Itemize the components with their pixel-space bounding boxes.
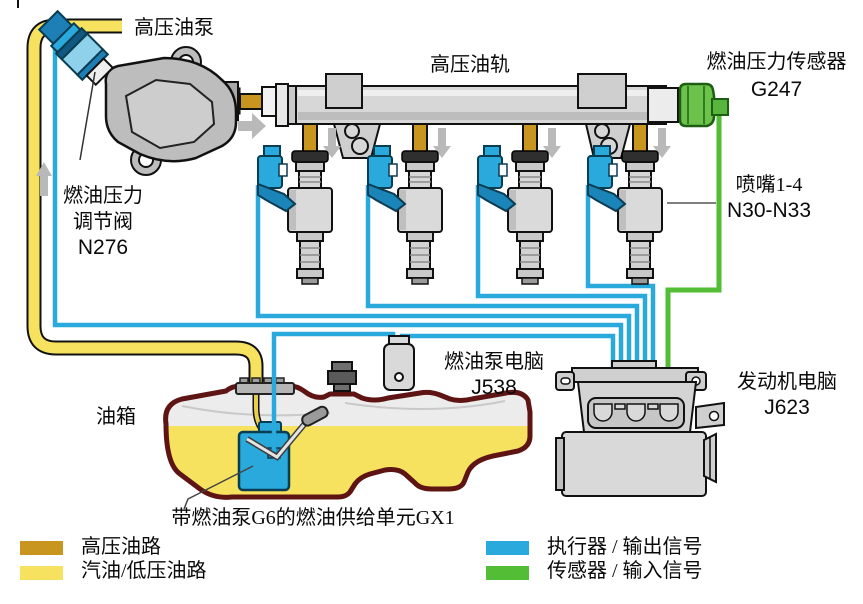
regulator-line2: 调节阀 xyxy=(73,211,133,233)
frame-tick xyxy=(17,0,19,8)
pressure-sensor-code: G247 xyxy=(750,78,803,101)
fuel-pump-ecu-name: 燃油泵电脑 xyxy=(444,351,544,373)
injector2-actuator-wire xyxy=(365,185,640,368)
fuel-level-sender xyxy=(245,405,329,461)
tank-label: 油箱 xyxy=(96,406,136,428)
legend-swatch-actuator xyxy=(486,541,529,555)
injector4-actuator-wire xyxy=(585,185,656,368)
flow-arrow-right-icon xyxy=(238,113,266,139)
legend-swatch-low-pressure xyxy=(20,566,63,580)
fuel-pump-ecu-label: 燃油泵电脑 J538 xyxy=(428,349,560,401)
gx1-pointer-line xyxy=(183,465,254,510)
regulator-code: N276 xyxy=(77,236,129,259)
legend-label-high-pressure: 高压油路 xyxy=(81,536,161,558)
regulator-valve-label: 燃油压力 调节阀 N276 xyxy=(38,183,168,261)
high-pressure-pump-illustration xyxy=(37,9,239,176)
engine-ecu-illustration xyxy=(555,360,725,497)
engine-ecu-code: J623 xyxy=(764,396,810,419)
injector3-actuator-wire xyxy=(475,185,648,368)
pressure-sensor-label: 燃油压力传感器 G247 xyxy=(690,48,863,104)
tank-cap xyxy=(327,361,357,392)
rail-bracket xyxy=(325,73,382,159)
rail-label: 高压油轨 xyxy=(430,54,510,76)
legend-label-actuator: 执行器 / 输出信号 xyxy=(547,536,703,558)
fuel-pump-ecu-code: J538 xyxy=(471,376,517,399)
regulator-line1: 燃油压力 xyxy=(63,185,143,207)
fuel-pressure-sensor-illustration xyxy=(678,82,729,128)
legend-label-sensor: 传感器 / 输入信号 xyxy=(547,560,703,582)
injectors-code: N30-N33 xyxy=(726,199,812,222)
injector1-actuator-wire xyxy=(255,185,632,368)
legend-swatch-high-pressure xyxy=(20,541,63,555)
flow-arrow-up-icon xyxy=(36,162,52,196)
engine-ecu-label: 发动机电脑 J623 xyxy=(724,369,850,421)
supply-unit-label: 带燃油泵G6的燃油供给单元GX1 xyxy=(171,507,455,529)
pressure-sensor-name: 燃油压力传感器 xyxy=(706,51,847,73)
fuel-pump-ecu-illustration xyxy=(383,335,415,391)
legend-swatch-sensor xyxy=(486,566,529,580)
pressure-regulator-valve-illustration xyxy=(37,9,115,87)
fuel-rail-illustration xyxy=(232,73,729,159)
injectors-name: 喷嘴1-4 xyxy=(735,174,803,196)
injectors-label: 喷嘴1-4 N30-N33 xyxy=(714,172,824,224)
g247-sensor-wire xyxy=(665,114,722,368)
n276-pointer-line xyxy=(79,71,96,161)
pump-label: 高压油泵 xyxy=(134,17,214,39)
tank-flange xyxy=(235,377,295,395)
legend-label-low-pressure: 汽油/低压油路 xyxy=(81,560,207,582)
engine-ecu-name: 发动机电脑 xyxy=(737,371,837,393)
